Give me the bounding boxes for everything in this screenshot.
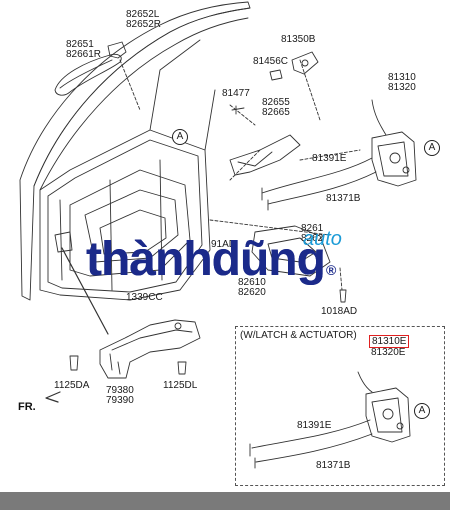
label-79390: 79390 [106, 395, 134, 406]
label-81310-code: 81310 [388, 72, 416, 83]
label-inset-81391E: 81391E [297, 420, 332, 431]
label-81371B: 81371B [326, 193, 361, 204]
label-81477: 81477 [222, 88, 250, 99]
label-81320: 81320 [388, 82, 416, 93]
label-82651-code: 82651 [66, 39, 94, 50]
front-indicator: FR. [18, 401, 36, 413]
label-82610-code: 82610 [238, 277, 266, 288]
label-8262x-code: 8262 [301, 233, 324, 244]
callout-a-latch: A [424, 140, 440, 156]
watermark-suffix: auto [303, 228, 342, 250]
label-82652R: 82652R [126, 19, 162, 30]
label-inset-81371B: 81371B [316, 460, 351, 471]
label-82651: 82651 82661R [66, 40, 101, 60]
latch-cable-upper [261, 157, 373, 194]
bottom-bar [0, 492, 450, 510]
door-inner-panel [39, 129, 211, 301]
label-81310E-highlighted: 81310E [369, 335, 410, 348]
door-latch [371, 131, 417, 187]
latch-cable-lower [267, 171, 377, 205]
inside-handle [251, 225, 331, 277]
bracket-81350B [291, 51, 319, 75]
label-1125DL: 1125DL [163, 380, 198, 391]
label-82652: 82652L 82652R [126, 10, 161, 30]
outer-handle [54, 53, 122, 96]
label-81350B: 81350B [281, 34, 316, 45]
label-82620: 82620 [238, 287, 266, 298]
inset-cable-lower [255, 433, 373, 463]
callout-a-inset: A [414, 403, 430, 419]
inset-latch [365, 387, 411, 443]
label-1018AD: 1018AD [321, 306, 358, 317]
inset-cable-upper [251, 419, 371, 449]
label-91AD: 91AD [211, 239, 237, 250]
label-82661R: 82661R [66, 49, 102, 60]
label-81320E: 81320E [371, 347, 406, 358]
label-8261x: 8261 8262 [301, 224, 323, 244]
label-81391E: 81391E [312, 153, 347, 164]
inset-latch-actuator-box [235, 326, 445, 486]
label-8261x-code: 8261 [301, 223, 324, 234]
handle-cap [107, 41, 127, 59]
label-82610: 82610 82620 [238, 278, 266, 298]
label-79380-code: 79380 [106, 385, 134, 396]
outer-handle-frame [229, 134, 301, 176]
label-82655-code: 82655 [262, 97, 290, 108]
inset-title: (W/LATCH & ACTUATOR) [240, 330, 357, 341]
label-1339CC: 1339CC [126, 292, 163, 303]
label-82655: 82655 82665 [262, 98, 290, 118]
label-82652L: 82652L [126, 9, 160, 20]
callout-a-door: A [172, 129, 188, 145]
label-79380: 79380 79390 [106, 386, 134, 406]
label-81456C: 81456C [253, 56, 289, 67]
label-1125DA: 1125DA [54, 380, 90, 391]
watermark-brand: thànhdũng [86, 233, 326, 286]
watermark-registered: ® [326, 262, 337, 278]
label-82665: 82665 [262, 107, 290, 118]
door-checker [99, 319, 201, 379]
label-81310: 81310 81320 [388, 73, 416, 93]
